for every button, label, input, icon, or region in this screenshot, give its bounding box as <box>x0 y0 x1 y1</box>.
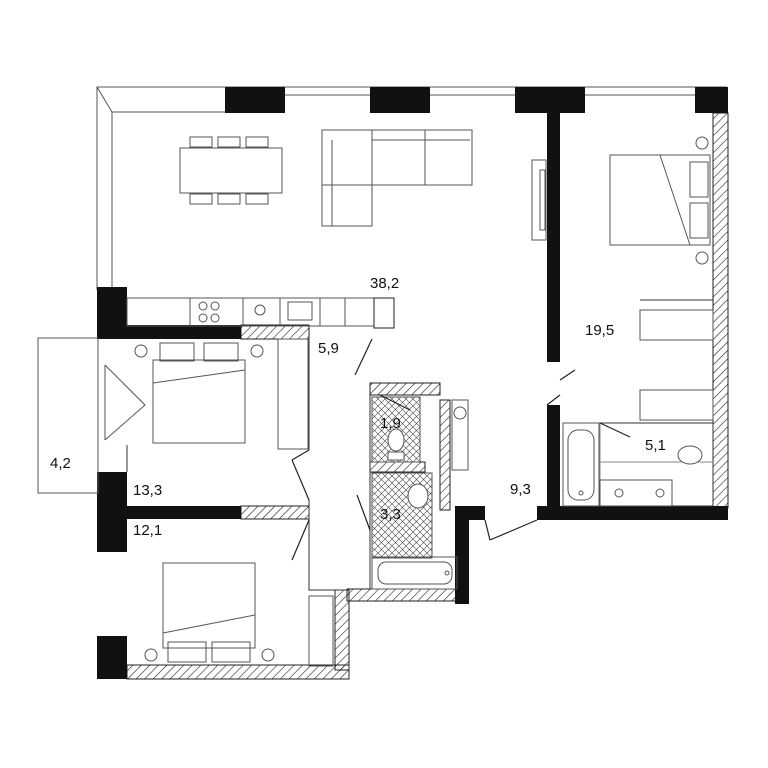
tv-stand <box>531 159 547 241</box>
area-bedroom-left: 13,3 <box>133 482 162 499</box>
hatched-walls <box>126 112 729 680</box>
area-toilet: 1,9 <box>380 415 401 432</box>
exterior-glazing <box>96 86 727 290</box>
bed-left <box>134 338 309 450</box>
bed-bottom <box>144 562 334 667</box>
area-labels: 38,2 19,5 4,2 13,3 12,1 5,9 1,9 3,3 9,3 … <box>50 275 666 539</box>
area-bathroom-master: 5,1 <box>645 437 666 454</box>
area-bedroom-bottom: 12,1 <box>133 522 162 539</box>
area-corridor-upper: 5,9 <box>318 340 339 357</box>
area-bathroom-small: 3,3 <box>380 506 401 523</box>
area-hall: 9,3 <box>510 481 531 498</box>
kitchen-counter <box>126 297 395 329</box>
doors <box>291 338 631 561</box>
toilet-room <box>371 396 469 471</box>
sofa <box>321 129 473 227</box>
bathroom-small <box>371 472 458 590</box>
dining-table <box>179 136 283 205</box>
bathroom-master <box>562 422 713 507</box>
area-living-kitchen: 38,2 <box>370 275 399 292</box>
area-balcony: 4,2 <box>50 455 71 472</box>
balcony <box>37 337 146 494</box>
bed-main <box>609 136 714 421</box>
structural-walls <box>97 87 728 679</box>
area-bedroom-main: 19,5 <box>585 322 614 339</box>
